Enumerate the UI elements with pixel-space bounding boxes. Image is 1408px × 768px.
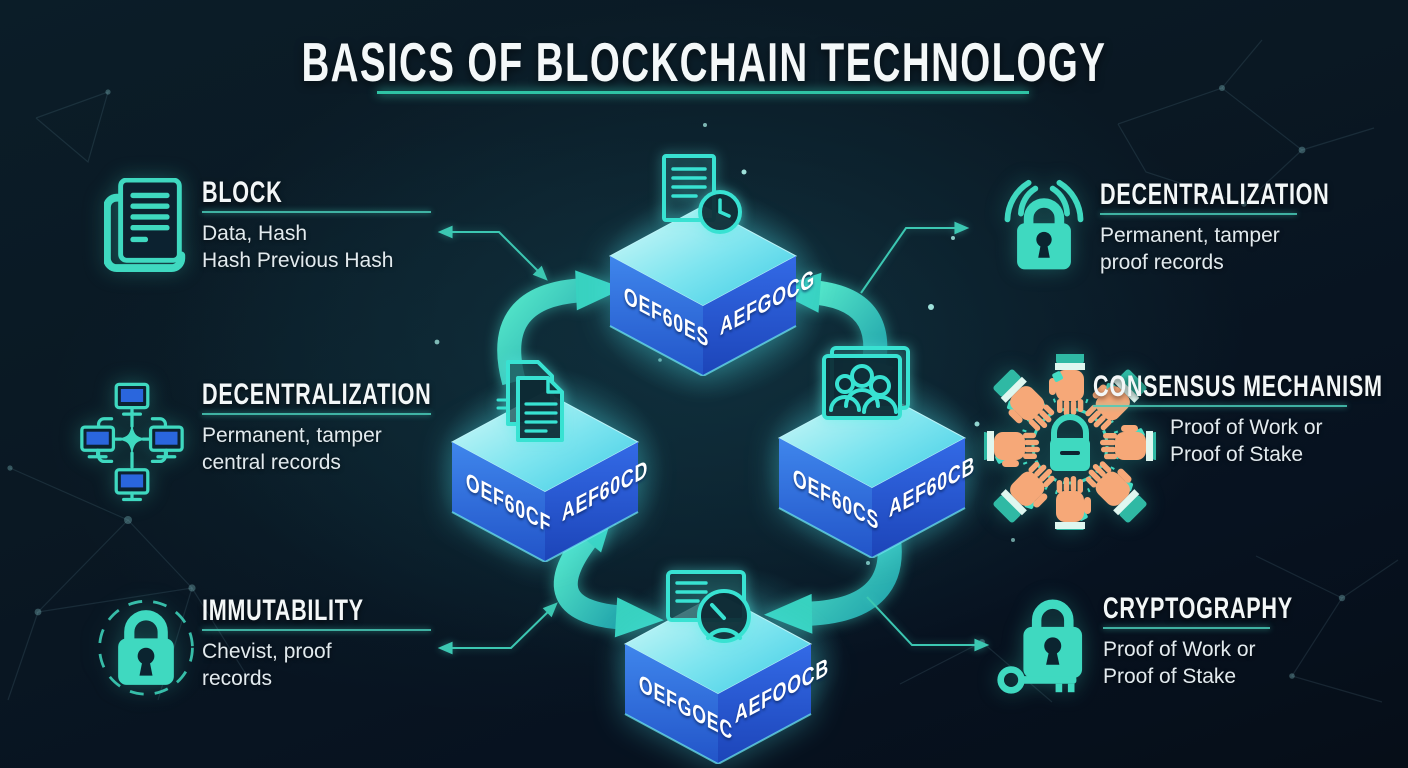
- section-text-line: central records: [202, 451, 341, 474]
- section-text-line: Proof of Stake: [1103, 665, 1237, 688]
- document-clock-icon: [652, 152, 752, 240]
- section-text-line: Hash Previous Hash: [202, 249, 394, 272]
- section-text-line: proof records: [1100, 251, 1224, 274]
- padlock-dashed-circle-icon: [94, 588, 198, 700]
- page-title-wrap: BASICS OF BLOCKCHAIN TECHNOLOGY: [0, 30, 1408, 94]
- section-text-line: Data, Hash: [202, 222, 308, 245]
- title-underline: [377, 91, 1029, 94]
- document-stack-icon: [104, 178, 194, 276]
- section-title: CRYPTOGRAPHY: [1103, 592, 1293, 625]
- section-block: BLOCK Data, Hash Hash Previous Hash: [202, 176, 431, 274]
- section-decentralization-left: DECENTRALIZATION Permanent, tamper centr…: [202, 378, 521, 476]
- page-title-text: BASICS OF BLOCKCHAIN TECHNOLOGY: [301, 31, 1107, 93]
- section-underline: [1103, 627, 1270, 629]
- section-title: DECENTRALIZATION: [1100, 178, 1330, 211]
- section-text-line: Proof of Stake: [1170, 443, 1304, 466]
- page-title: BASICS OF BLOCKCHAIN TECHNOLOGY: [0, 30, 1408, 94]
- padlock-signal-icon: [994, 174, 1094, 282]
- section-text-line: Chevist, proof: [202, 640, 332, 663]
- connector-decentralization-right: [860, 221, 970, 294]
- section-text-line: records: [202, 667, 273, 690]
- connector-immutability: [437, 602, 558, 655]
- section-title: DECENTRALIZATION: [202, 378, 432, 411]
- section-decentralization-right: DECENTRALIZATION Permanent, tamper proof…: [1100, 178, 1408, 276]
- hands-around-lock-icon: [984, 354, 1156, 530]
- section-title: BLOCK: [202, 176, 283, 209]
- padlock-key-icon: [995, 584, 1101, 702]
- section-text-line: Proof of Work or: [1170, 416, 1323, 439]
- section-text-line: Permanent, tamper: [202, 424, 382, 447]
- section-consensus: CONSENSUS MECHANISM Proof of Work or Pro…: [1093, 370, 1408, 468]
- people-group-icon: [818, 346, 914, 428]
- gauge-card-icon: [664, 562, 760, 648]
- section-text-line: Permanent, tamper: [1100, 224, 1280, 247]
- section-underline: [202, 629, 431, 631]
- section-underline: [202, 211, 431, 213]
- section-underline: [1100, 213, 1297, 215]
- section-text-line: Proof of Work or: [1103, 638, 1256, 661]
- computer-network-icon: [80, 380, 184, 502]
- section-title: CONSENSUS MECHANISM: [1093, 370, 1383, 403]
- section-underline: [1093, 405, 1347, 407]
- section-title: IMMUTABILITY: [202, 594, 364, 627]
- section-immutability: IMMUTABILITY Chevist, proof records: [202, 594, 431, 692]
- section-cryptography: CRYPTOGRAPHY Proof of Work or Proof of S…: [1103, 592, 1367, 690]
- section-underline: [202, 413, 431, 415]
- connector-cryptography: [866, 596, 990, 652]
- connector-block: [437, 225, 548, 281]
